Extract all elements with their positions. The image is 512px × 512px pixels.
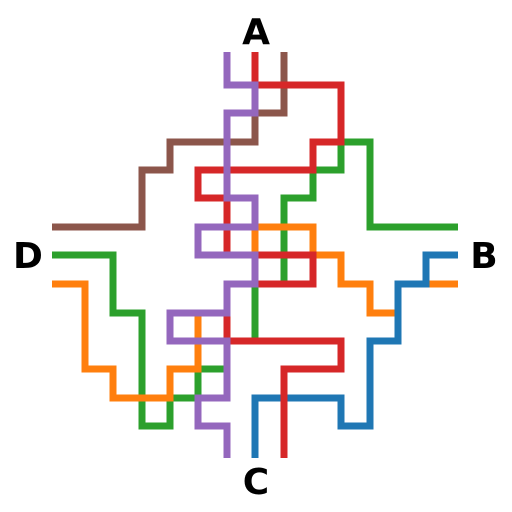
- label-d: D: [13, 236, 43, 277]
- wire-blue: [251, 251, 458, 458]
- wire-brown: [52, 52, 288, 231]
- label-b: B: [470, 236, 497, 277]
- label-a: A: [242, 12, 270, 53]
- label-c: C: [243, 462, 269, 503]
- wire-purple: [166, 52, 259, 458]
